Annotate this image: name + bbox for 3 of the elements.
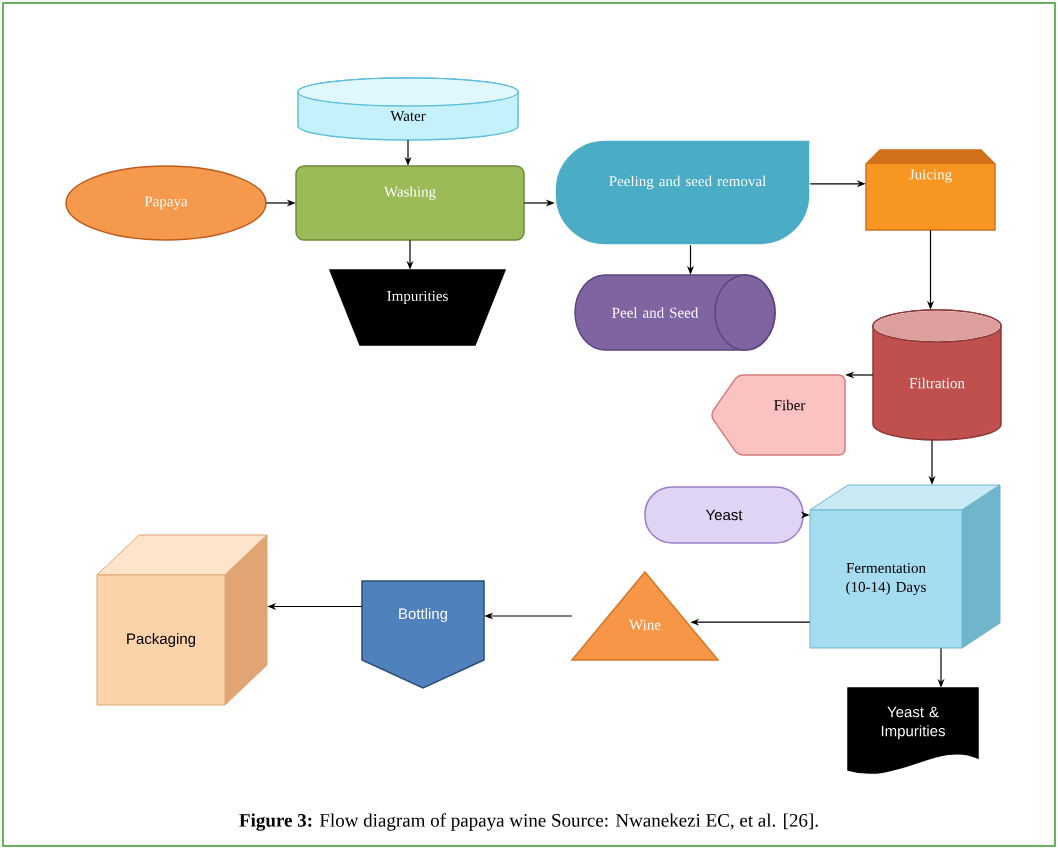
process-box: Washing [295, 165, 525, 241]
process-box: Juicing [865, 149, 996, 231]
caption: Figure 3: Flow diagram of papaya wine Source: Nwanekezi EC, et al. [26]. [239, 813, 818, 831]
